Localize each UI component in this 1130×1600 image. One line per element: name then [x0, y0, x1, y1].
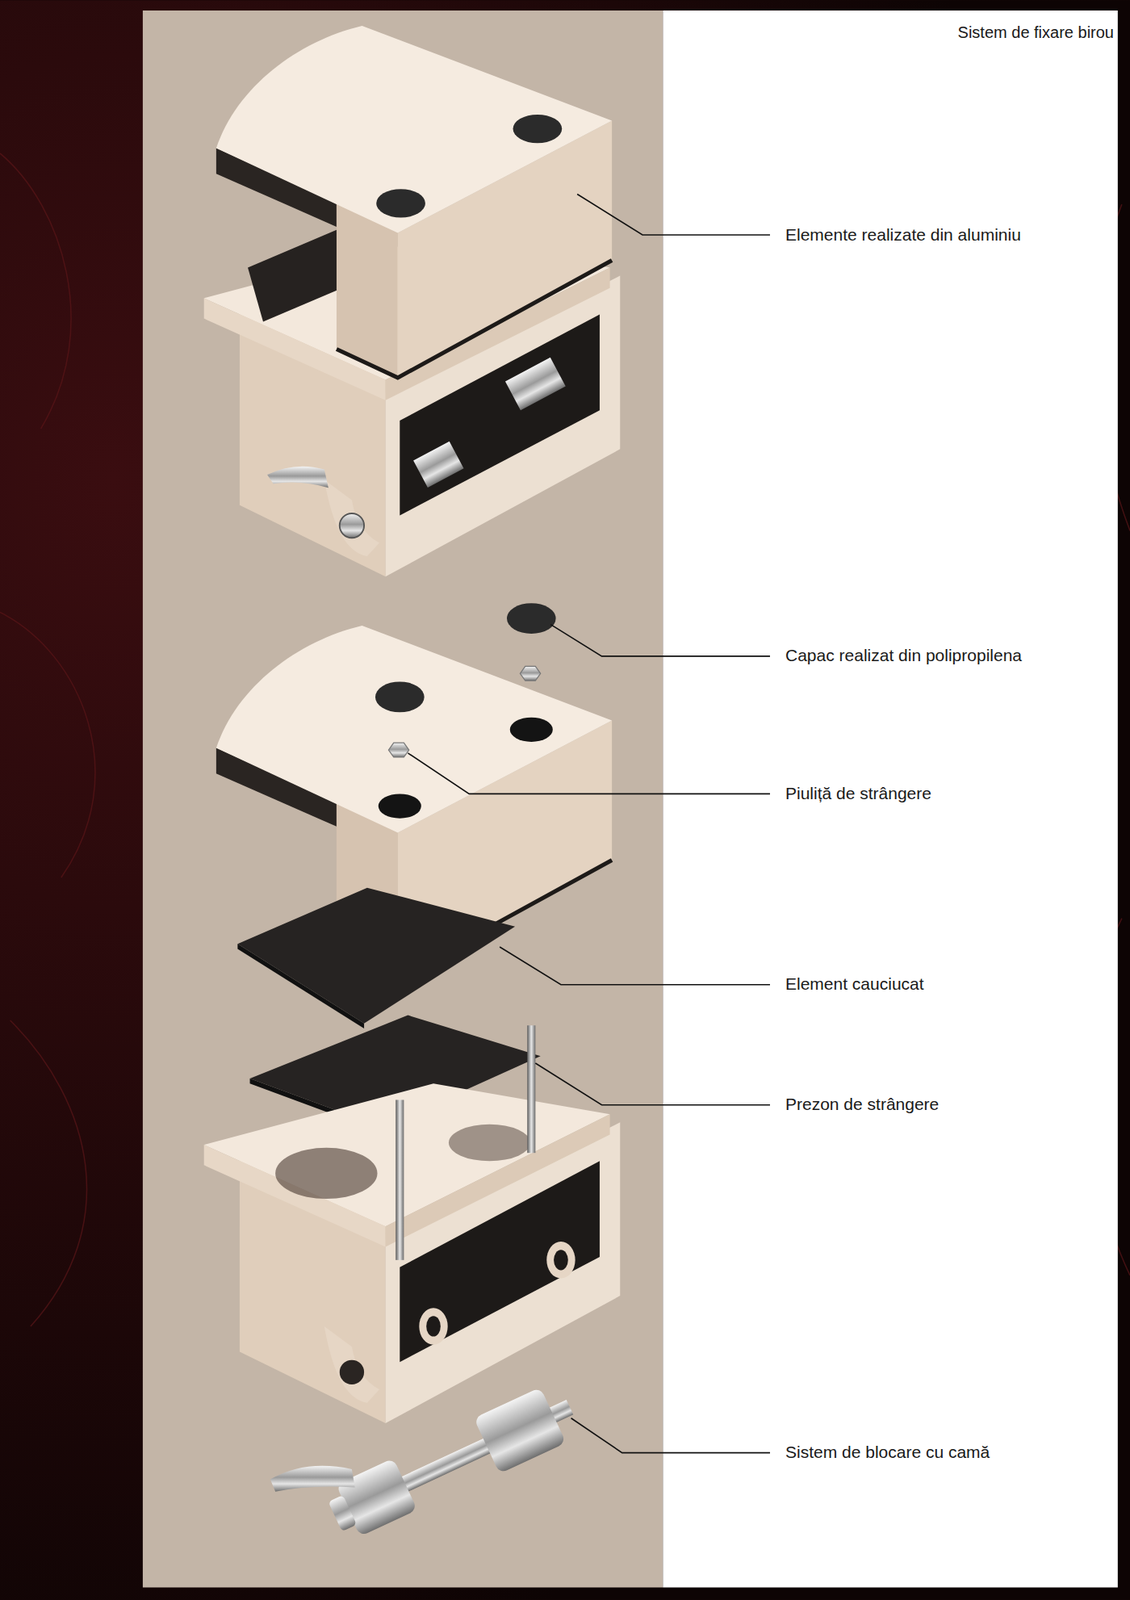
part-label: Elemente realizate din aluminiu [785, 224, 1022, 245]
diagram-title: Sistem de fixare birou [958, 22, 1114, 42]
part-label: Element cauciucat [785, 973, 925, 994]
part-label: Prezon de strângere [785, 1093, 939, 1114]
part-label: Piuliță de strângere [785, 782, 932, 804]
part-label: Capac realizat din polipropilena [785, 644, 1022, 666]
part-label: Sistem de blocare cu camă [785, 1441, 990, 1462]
